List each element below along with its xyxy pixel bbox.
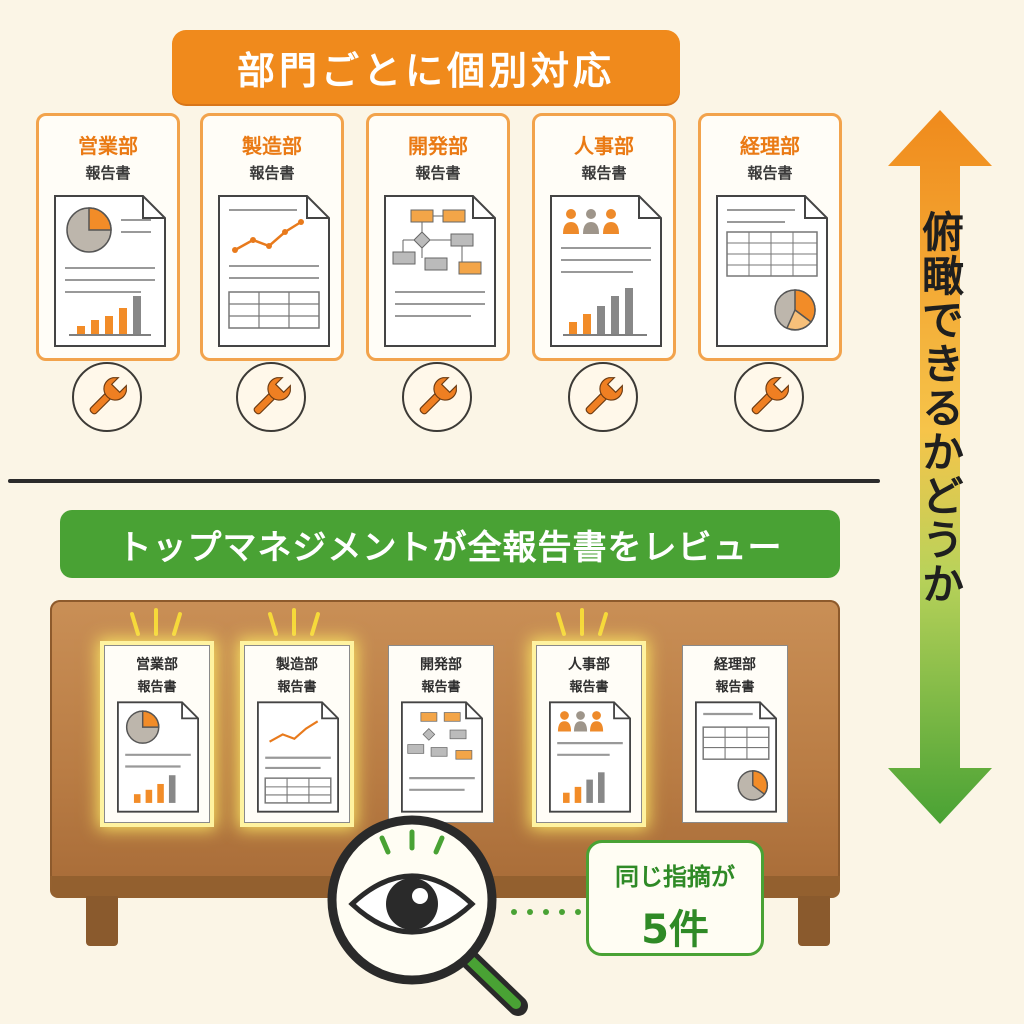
report-document-icon (550, 195, 662, 347)
wrench-icon (72, 362, 142, 432)
report-document-icon (401, 701, 483, 813)
dotted-connector (511, 909, 581, 915)
report-label: 報告書 (747, 164, 793, 182)
report-document-icon (54, 195, 166, 347)
dept-card-manufacturing: 製造部 報告書 (200, 113, 344, 361)
dept-name: 営業部 (78, 134, 138, 158)
report-document-icon (695, 701, 777, 813)
wrench-icon (402, 362, 472, 432)
wrench-icon (568, 362, 638, 432)
report-label: 報告書 (249, 164, 295, 182)
report-label: 報告書 (421, 680, 461, 695)
dept-card-sales: 営業部 報告書 (36, 113, 180, 361)
dept-name: 経理部 (740, 134, 800, 158)
report-label: 報告書 (137, 680, 177, 695)
dept-card-hr: 人事部 報告書 (532, 113, 676, 361)
wrench-icon (734, 362, 804, 432)
table-leg (86, 896, 118, 946)
reviewed-card-accounting: 経理部 報告書 (682, 645, 788, 823)
reviewed-card-manufacturing: 製造部 報告書 (244, 645, 350, 823)
report-label: 報告書 (581, 164, 627, 182)
report-label: 報告書 (715, 680, 755, 695)
dept-name: 人事部 (574, 134, 634, 158)
magnifier-eye-icon (327, 815, 528, 1016)
dept-name: 製造部 (242, 134, 302, 158)
dept-name: 製造部 (276, 657, 318, 673)
dept-name: 開発部 (420, 657, 462, 673)
dept-name: 営業部 (136, 657, 178, 673)
overview-label: 俯瞰できるかどうか (915, 210, 965, 606)
highlight-rays (130, 608, 608, 636)
dept-name: 経理部 (714, 657, 756, 673)
report-label: 報告書 (85, 164, 131, 182)
report-document-icon (257, 701, 339, 813)
dept-card-accounting: 経理部 報告書 (698, 113, 842, 361)
report-label: 報告書 (569, 680, 609, 695)
report-document-icon (117, 701, 199, 813)
double-arrow-icon (888, 110, 992, 824)
report-document-icon (549, 701, 631, 813)
dept-name: 開発部 (408, 134, 468, 158)
reviewed-card-sales: 営業部 報告書 (104, 645, 210, 823)
report-label: 報告書 (277, 680, 317, 695)
wrench-icon (236, 362, 306, 432)
bubble-line2: 5件 (641, 907, 709, 953)
reviewed-card-development: 開発部 報告書 (388, 645, 494, 823)
finding-bubble: 同じ指摘が 5件 (586, 840, 764, 956)
section-divider (8, 479, 880, 483)
report-document-icon (218, 195, 330, 347)
bubble-line1: 同じ指摘が (615, 863, 735, 891)
review-banner: トップマネジメントが全報告書をレビュー (60, 510, 840, 578)
report-label: 報告書 (415, 164, 461, 182)
report-document-icon (384, 195, 496, 347)
report-document-icon (716, 195, 828, 347)
dept-name: 人事部 (568, 657, 610, 673)
table-leg (798, 896, 830, 946)
top-banner: 部門ごとに個別対応 (172, 30, 680, 104)
reviewed-card-hr: 人事部 報告書 (536, 645, 642, 823)
dept-card-development: 開発部 報告書 (366, 113, 510, 361)
